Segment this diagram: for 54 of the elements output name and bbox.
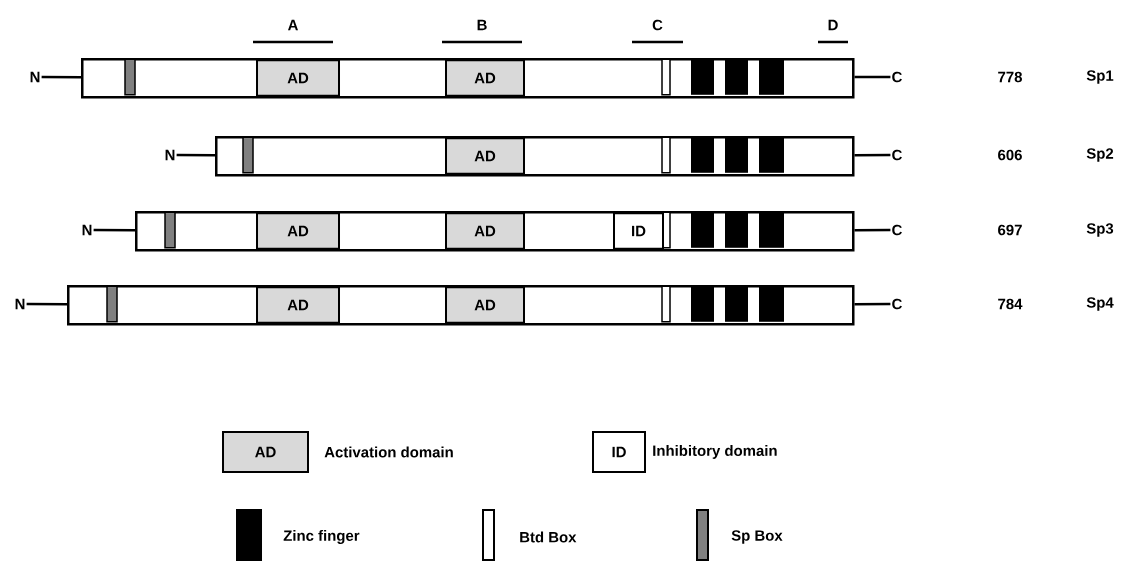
terminus-label: C — [892, 71, 902, 83]
legend-label: Activation domain — [324, 446, 453, 458]
protein-bar — [81, 58, 855, 99]
domain-label: AD — [474, 72, 496, 84]
terminus-label: C — [892, 298, 902, 310]
protein-name: Sp3 — [1086, 223, 1114, 237]
protein-name: Sp1 — [1086, 70, 1114, 84]
connector-line — [854, 75, 891, 79]
connector-line — [854, 153, 891, 157]
terminus-label: C — [892, 149, 902, 161]
domain-label: AD — [474, 225, 496, 237]
connector-line — [854, 228, 891, 232]
region-label: D — [828, 19, 838, 31]
domain-label: AD — [287, 72, 309, 84]
connector-line — [41, 75, 81, 79]
domain-box — [256, 212, 340, 250]
domain-label: AD — [474, 299, 496, 311]
domain-label: AD — [287, 225, 309, 237]
legend-label: Btd Box — [520, 531, 577, 543]
domain-label: ID — [632, 225, 646, 237]
length-label: 778 — [998, 71, 1022, 83]
legend-label: Zinc finger — [283, 530, 360, 544]
length-label: 784 — [998, 298, 1023, 310]
protein-bar — [67, 285, 855, 326]
domain-label: AD — [474, 150, 496, 162]
length-label: 606 — [998, 149, 1022, 161]
connector-line — [93, 228, 135, 232]
region-label: A — [288, 19, 298, 31]
connector-line — [854, 302, 891, 306]
terminus-label: N — [165, 149, 175, 161]
protein-bar — [135, 211, 855, 252]
swatch-label: ID — [612, 446, 626, 458]
region-label: B — [477, 19, 487, 31]
region-label: C — [652, 19, 663, 31]
protein-name: Sp4 — [1086, 297, 1114, 311]
domain-box — [445, 286, 525, 324]
domain-box — [256, 59, 340, 97]
domain-box — [445, 59, 525, 97]
terminus-label: N — [15, 298, 25, 310]
connector-line — [176, 153, 215, 157]
swatch-label: AD — [255, 446, 276, 458]
domain-box — [256, 286, 340, 324]
legend-label: Inhibitory domain — [653, 445, 777, 459]
terminus-label: N — [30, 71, 40, 83]
domain-box — [445, 212, 525, 250]
protein-bar — [215, 136, 855, 177]
domain-box — [445, 137, 525, 175]
terminus-label: N — [82, 224, 92, 236]
length-label: 697 — [998, 224, 1022, 236]
domain-label: AD — [287, 299, 309, 311]
legend-label: Sp Box — [731, 530, 783, 544]
connector-line — [26, 302, 67, 306]
terminus-label: C — [892, 224, 902, 236]
protein-name: Sp2 — [1086, 148, 1114, 162]
